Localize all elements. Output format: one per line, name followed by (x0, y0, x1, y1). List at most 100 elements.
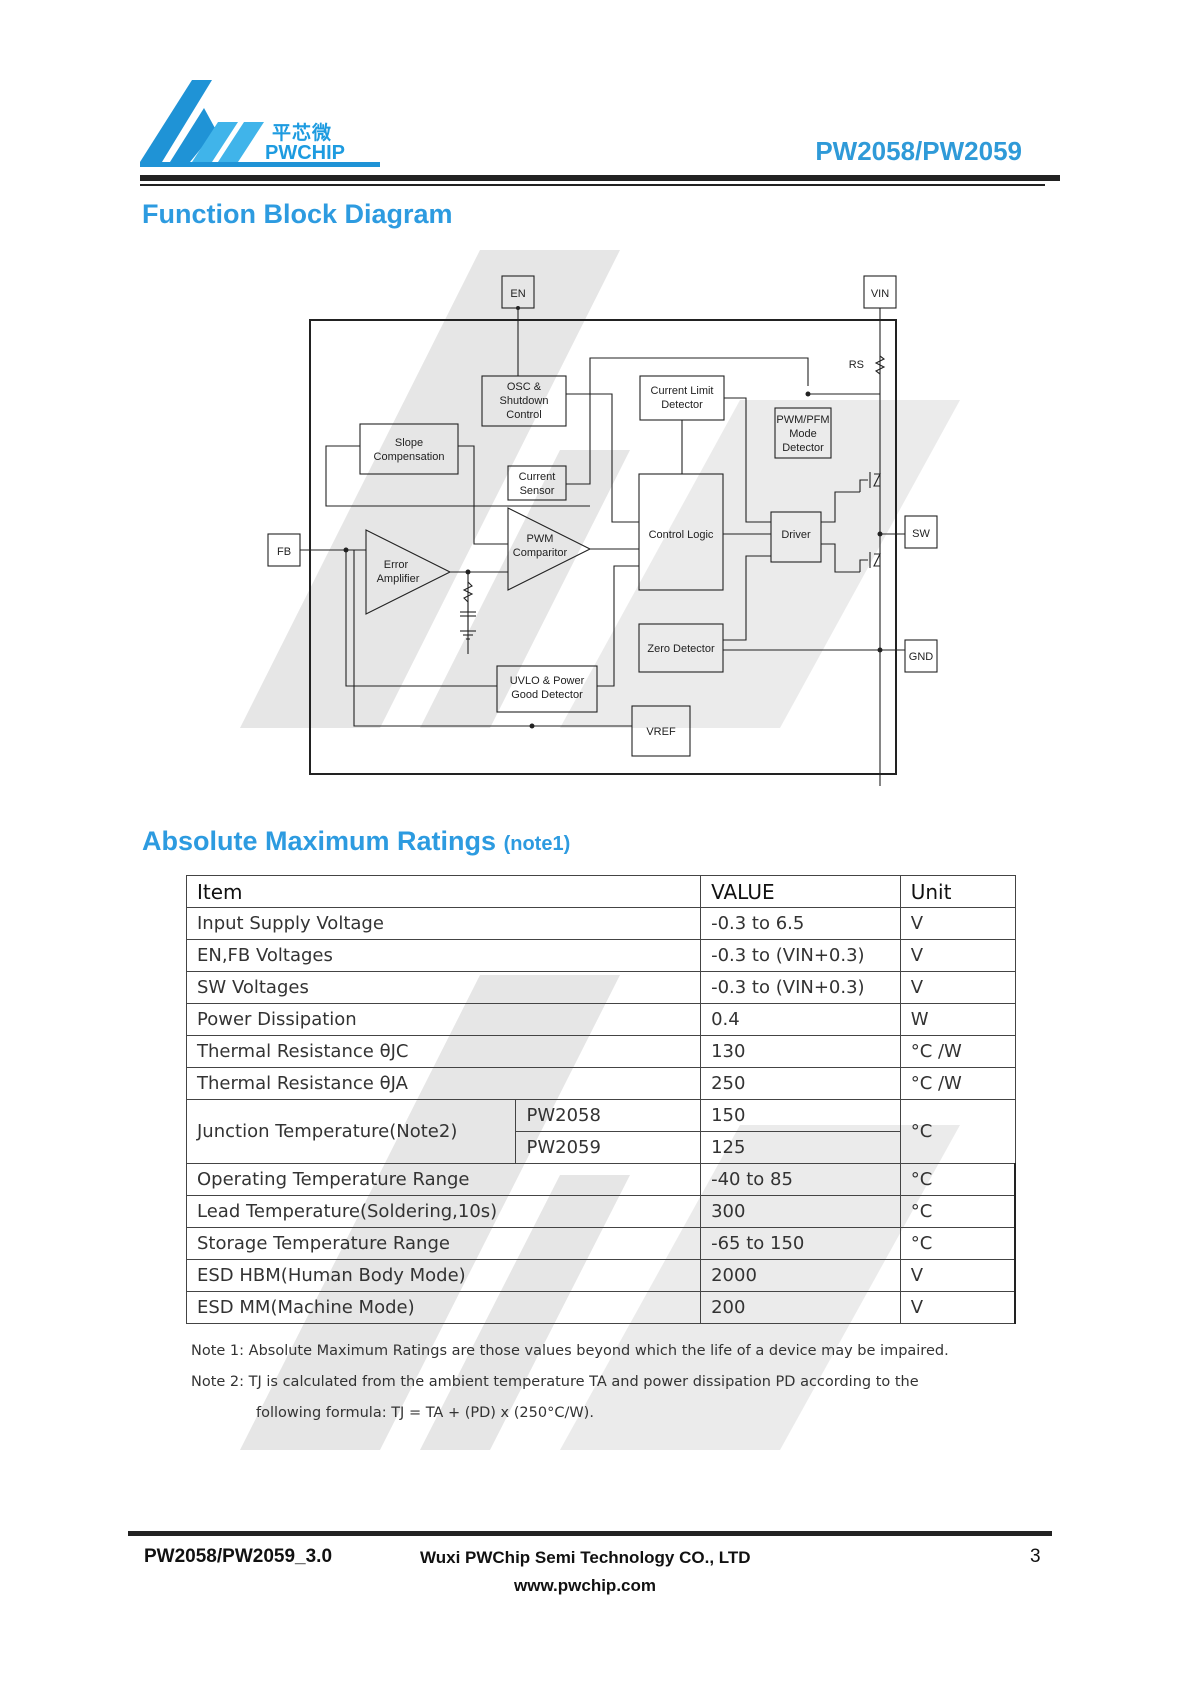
pin-en-label: EN (510, 288, 525, 300)
amr-note-ref: (note1) (503, 833, 571, 855)
cell-value: 125 (700, 1131, 901, 1164)
table-row: ESD MM(Machine Mode) 200 V (185, 1291, 1016, 1324)
cell-unit: °C /W (899, 1035, 1016, 1068)
part-number-header: PW2058/PW2059 (815, 136, 1022, 166)
note-2-continued: following formula: TJ = TA + (PD) x (250… (256, 1405, 594, 1421)
cell-item: Operating Temperature Range (185, 1163, 702, 1196)
uvlo-label-1: UVLO & Power (510, 675, 585, 687)
cell-unit: °C (899, 1163, 1016, 1196)
table-row: Storage Temperature Range -65 to 150 °C (185, 1227, 1016, 1260)
cell-item: SW Voltages (185, 971, 702, 1004)
cell-unit: °C (899, 1099, 1016, 1164)
cell-unit: °C (899, 1227, 1016, 1260)
cell-value: -0.3 to (VIN+0.3) (700, 971, 901, 1004)
footer-url: www.pwchip.com (514, 1576, 656, 1595)
table-row: EN,FB Voltages -0.3 to (VIN+0.3) V (185, 939, 1016, 972)
logo-english-name: PWCHIP (265, 142, 345, 164)
zero-detector-label: Zero Detector (647, 643, 715, 655)
header-value: VALUE (700, 875, 901, 908)
osc-label-3: Control (506, 409, 541, 421)
cell-item: ESD HBM(Human Body Mode) (185, 1259, 702, 1292)
cell-item: Thermal Resistance θJA (185, 1067, 702, 1100)
error-amp-label-2: Amplifier (377, 573, 420, 585)
table-row: Junction Temperature(Note2) PW2058 150 °… (185, 1099, 1016, 1164)
table-row: Thermal Resistance θJA 250 °C /W (185, 1067, 1016, 1100)
header-divider (140, 175, 1060, 181)
table-row: ESD HBM(Human Body Mode) 2000 V (185, 1259, 1016, 1292)
cell-item: Input Supply Voltage (185, 907, 702, 940)
cell-value: -65 to 150 (700, 1227, 901, 1260)
current-limit-label-2: Detector (661, 399, 703, 411)
header-divider-thin (140, 184, 1045, 186)
cell-value: 250 (700, 1067, 901, 1100)
cell-unit: V (899, 907, 1016, 940)
cell-value: 300 (700, 1195, 901, 1228)
cell-item: ESD MM(Machine Mode) (185, 1291, 702, 1324)
logo-chinese-name: 平芯微 (272, 123, 333, 144)
osc-label-1: OSC & (507, 381, 542, 393)
cell-unit: V (899, 1291, 1016, 1324)
cell-value: 200 (700, 1291, 901, 1324)
cell-value: -0.3 to 6.5 (700, 907, 901, 940)
pwm-pfm-label-3: Detector (782, 442, 824, 454)
osc-label-2: Shutdown (500, 395, 549, 407)
pin-sw-label: SW (912, 528, 930, 540)
cell-part: PW2059 (515, 1131, 702, 1164)
cell-unit: °C /W (899, 1067, 1016, 1100)
pwchip-logo-icon (140, 80, 380, 167)
cell-unit: °C (899, 1195, 1016, 1228)
vref-label: VREF (646, 726, 676, 738)
cell-value: 150 (700, 1099, 901, 1132)
cell-unit: V (899, 1259, 1016, 1292)
table-row: SW Voltages -0.3 to (VIN+0.3) V (185, 971, 1016, 1004)
table-row: Power Dissipation 0.4 W (185, 1003, 1016, 1036)
pin-fb-label: FB (277, 546, 291, 558)
current-sensor-label-1: Current (519, 471, 556, 483)
footer-divider (128, 1531, 1052, 1536)
slope-label-2: Compensation (374, 451, 445, 463)
cell-unit: V (899, 971, 1016, 1004)
cell-unit: W (899, 1003, 1016, 1036)
ratings-table: Item VALUE Unit Input Supply Voltage -0.… (185, 875, 1016, 1324)
table-row: PW2059 125 (187, 1131, 1016, 1164)
table-row: Thermal Resistance θJC 130 °C /W (185, 1035, 1016, 1068)
header-item: Item (185, 875, 702, 908)
cell-value: 0.4 (700, 1003, 901, 1036)
cell-value: -40 to 85 (700, 1163, 901, 1196)
note-1: Note 1: Absolute Maximum Ratings are tho… (191, 1343, 949, 1359)
slope-label-1: Slope (395, 437, 423, 449)
control-logic-label: Control Logic (649, 529, 714, 541)
pwm-pfm-label-1: PWM/PFM (776, 414, 829, 426)
amr-title-text: Absolute Maximum Ratings (142, 826, 497, 856)
cell-value: 2000 (700, 1259, 901, 1292)
current-sensor-label-2: Sensor (520, 485, 555, 497)
cell-item: Junction Temperature(Note2) (185, 1099, 517, 1164)
footer-doc-id: PW2058/PW2059_3.0 (144, 1546, 333, 1567)
pwm-pfm-label-2: Mode (789, 428, 817, 440)
cell-value: 130 (700, 1035, 901, 1068)
error-amp-label-1: Error (384, 559, 409, 571)
table-row: Input Supply Voltage -0.3 to 6.5 V (185, 907, 1016, 940)
table-header-row: Item VALUE Unit (185, 875, 1016, 908)
cell-item: Storage Temperature Range (185, 1227, 702, 1260)
current-limit-label-1: Current Limit (651, 385, 714, 397)
driver-label: Driver (781, 529, 811, 541)
pin-gnd-label: GND (909, 651, 934, 663)
footer-company: Wuxi PWChip Semi Technology CO., LTD (420, 1548, 751, 1567)
rs-label: RS (849, 359, 864, 371)
cell-item: EN,FB Voltages (185, 939, 702, 972)
note-2: Note 2: TJ is calculated from the ambien… (191, 1374, 919, 1390)
section-title-function-block-diagram: Function Block Diagram (142, 199, 453, 229)
table-row: Operating Temperature Range -40 to 85 °C (185, 1163, 1016, 1196)
cell-part: PW2058 (515, 1099, 702, 1132)
pin-vin-label: VIN (871, 288, 889, 300)
cell-item: Power Dissipation (185, 1003, 702, 1036)
uvlo-label-2: Good Detector (511, 689, 583, 701)
cell-item: Thermal Resistance θJC (185, 1035, 702, 1068)
table-row: Lead Temperature(Soldering,10s) 300 °C (185, 1195, 1016, 1228)
pwm-comp-label-1: PWM (527, 533, 554, 545)
page-number: 3 (1030, 1546, 1041, 1567)
cell-item: Lead Temperature(Soldering,10s) (185, 1195, 702, 1228)
cell-value: -0.3 to (VIN+0.3) (700, 939, 901, 972)
function-block-diagram: EN VIN FB SW GND RS OSC & Shutdown Contr… (267, 275, 938, 786)
